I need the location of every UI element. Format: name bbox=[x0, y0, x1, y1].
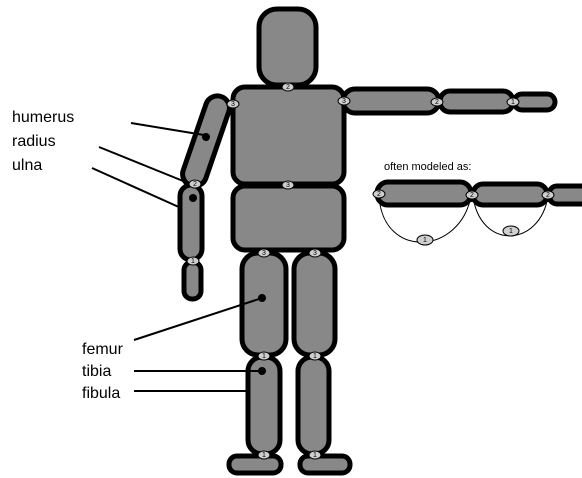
joint-dof-label: 1 bbox=[313, 353, 317, 360]
joint-spine: 3 bbox=[282, 181, 294, 189]
model-segment-2 bbox=[473, 184, 547, 205]
joint-dof-label: 1 bbox=[423, 237, 427, 244]
joint-wrist-left: 1 bbox=[187, 257, 199, 265]
right-upper-arm bbox=[343, 89, 439, 113]
femur-label: femur bbox=[82, 341, 124, 358]
head bbox=[259, 9, 316, 85]
joint-dof-label: 2 bbox=[286, 84, 290, 91]
left-hand bbox=[184, 262, 201, 299]
joint-dof-label: 3 bbox=[231, 101, 235, 108]
right-forearm bbox=[440, 91, 513, 112]
joint-right-shoulder: 3 bbox=[338, 97, 350, 105]
model-segment-1 bbox=[377, 182, 471, 205]
lower-torso bbox=[233, 186, 344, 250]
joint-dof-label: 3 bbox=[342, 98, 346, 105]
joint-right-ankle: 1 bbox=[309, 451, 321, 459]
joint-model-arc-1: 1 bbox=[417, 235, 433, 245]
joint-model-3: 2 bbox=[542, 191, 554, 199]
joint-dof-label: 1 bbox=[262, 353, 266, 360]
joint-model-arc-2: 1 bbox=[503, 226, 519, 236]
joint-left-hip: 3 bbox=[258, 249, 270, 257]
joint-model-2: 2 bbox=[466, 191, 478, 199]
tibia-dot bbox=[258, 367, 266, 375]
humerus-leader bbox=[131, 123, 204, 135]
joint-dof-label: 3 bbox=[313, 250, 317, 257]
right-hand bbox=[514, 94, 555, 110]
right-foot bbox=[300, 456, 350, 473]
radius-leader bbox=[99, 147, 193, 185]
right-shin bbox=[298, 357, 329, 454]
joint-dof-label: 2 bbox=[193, 181, 197, 188]
joint-dof-label: 3 bbox=[286, 182, 290, 189]
joint-left-knee: 1 bbox=[258, 352, 270, 360]
tibia-label: tibia bbox=[82, 363, 111, 380]
humerus-label: humerus bbox=[12, 109, 74, 126]
joint-dof-label: 3 bbox=[262, 250, 266, 257]
right-thigh bbox=[294, 253, 335, 355]
joint-dof-label: 1 bbox=[509, 228, 513, 235]
joint-left-ankle: 1 bbox=[258, 451, 270, 459]
joint-elbow-left: 2 bbox=[189, 180, 201, 188]
joint-dof-label: 1 bbox=[511, 99, 515, 106]
fibula-label: fibula bbox=[82, 385, 120, 402]
model-caption: often modeled as: bbox=[384, 161, 471, 173]
femur-dot bbox=[258, 294, 266, 302]
joint-right-knee: 1 bbox=[309, 352, 321, 360]
left-thigh bbox=[242, 253, 286, 355]
joint-left-shoulder: 3 bbox=[227, 100, 239, 108]
radius-label: radius bbox=[12, 133, 56, 150]
upper-torso bbox=[233, 87, 344, 184]
joint-model-1: 2 bbox=[373, 190, 385, 198]
humerus-dot bbox=[202, 133, 210, 141]
joint-dof-label: 1 bbox=[313, 452, 317, 459]
ulna-dot bbox=[189, 194, 197, 202]
joint-dof-label: 1 bbox=[191, 258, 195, 265]
joint-dof-label: 2 bbox=[377, 191, 381, 198]
joint-dof-label: 2 bbox=[470, 192, 474, 199]
joint-dof-label: 2 bbox=[435, 99, 439, 106]
joint-neck: 2 bbox=[282, 83, 294, 91]
joint-right-elbow: 2 bbox=[431, 98, 443, 106]
joint-dof-label: 2 bbox=[546, 192, 550, 199]
joint-dof-label: 1 bbox=[262, 452, 266, 459]
joint-right-wrist: 1 bbox=[507, 98, 519, 106]
joint-right-hip: 3 bbox=[309, 249, 321, 257]
ulna-label: ulna bbox=[12, 157, 42, 174]
left-foot bbox=[229, 456, 281, 473]
